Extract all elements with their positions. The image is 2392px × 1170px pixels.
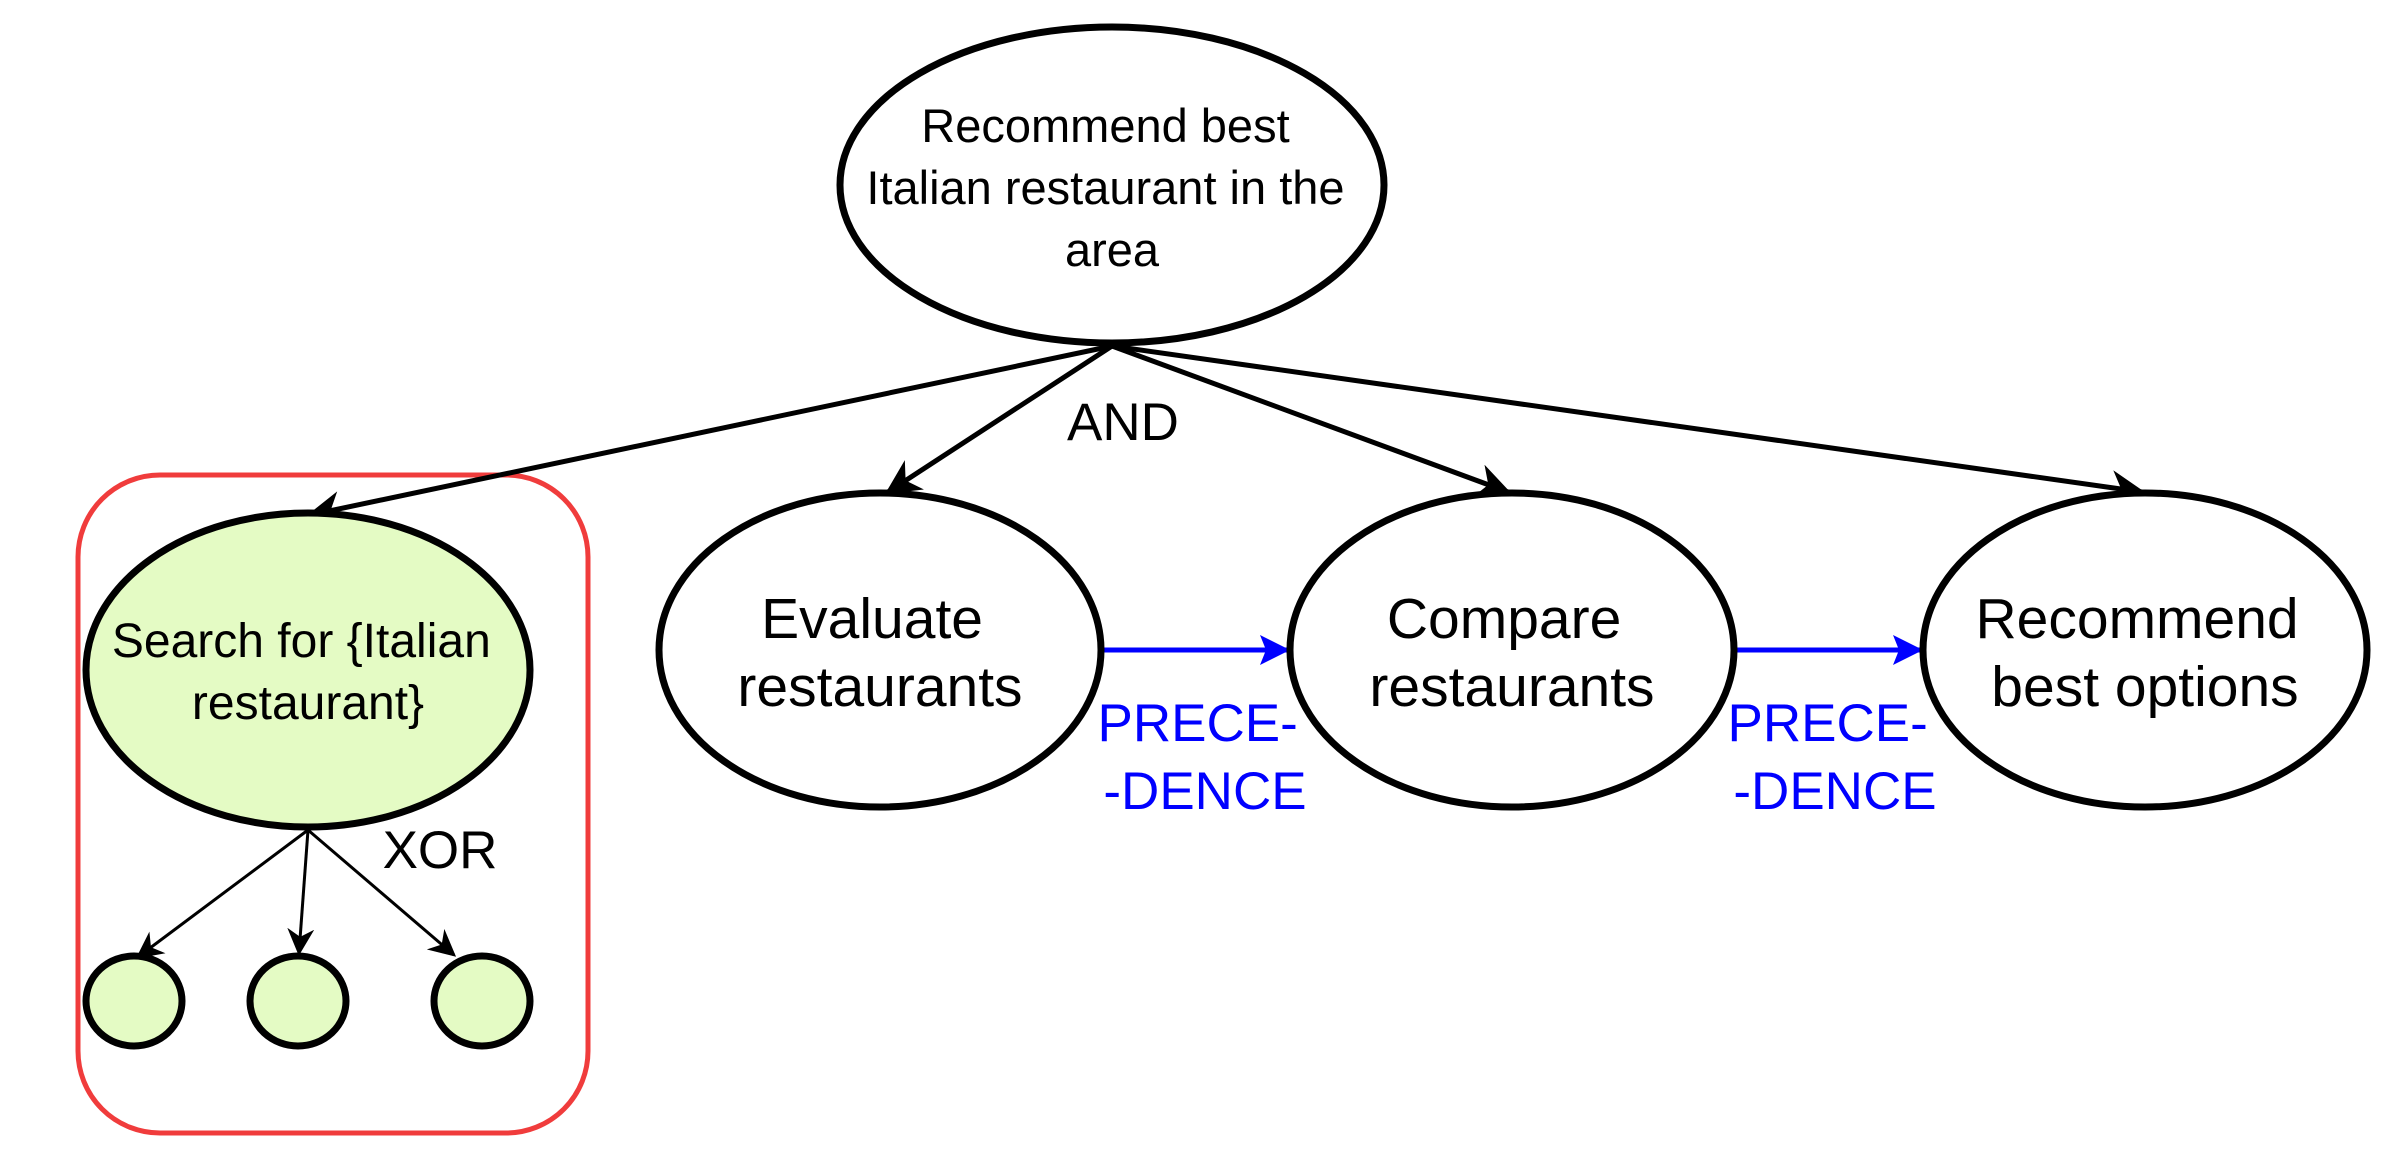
edge-search-to-option-1 bbox=[135, 828, 309, 959]
edge-search-to-option-2 bbox=[287, 829, 315, 956]
root-goal-label-line-3: area bbox=[1065, 223, 1160, 276]
and-decomposition-edges bbox=[306, 343, 2146, 526]
svg-text:Recommend best Italian r: Recommend best Italian restaurant in the… bbox=[866, 99, 1357, 276]
search-goal-node: Search for {Italian restaurant} bbox=[82, 509, 534, 831]
evaluate-goal-label-line-1: Evaluate bbox=[761, 587, 983, 651]
edge-root-to-recommend bbox=[1111, 343, 2146, 505]
compare-goal-label-line-1: Compare bbox=[1387, 587, 1621, 651]
search-goal-label-line-1: Search for {Italian bbox=[112, 615, 491, 668]
compare-goal-node: Compare restaurants bbox=[1286, 489, 1738, 811]
search-goal-label-line-2: restaurant} bbox=[192, 677, 424, 730]
root-goal-node: Recommend best Italian restaurant in the… bbox=[836, 23, 1388, 347]
recommend-goal-label-line-1: Recommend bbox=[1976, 587, 2299, 651]
edge-root-to-search bbox=[306, 343, 1113, 526]
evaluate-goal-node: Evaluate restaurants bbox=[655, 489, 1105, 811]
precedence-label-1-line-2: -DENCE bbox=[1103, 762, 1306, 821]
edge-search-to-option-3 bbox=[307, 828, 457, 957]
svg-text:Evaluate restaurants: Evaluate restaurants bbox=[737, 587, 1022, 719]
precedence-label-1-line-1: PRECE- bbox=[1098, 694, 1298, 753]
edge-root-to-compare bbox=[1111, 343, 1512, 498]
compare-goal-label-line-2: restaurants bbox=[1369, 655, 1654, 719]
recommend-goal-node: Recommend best options bbox=[1919, 489, 2371, 811]
root-goal-label-line-1: Recommend best bbox=[921, 99, 1289, 152]
recommend-goal-label-line-2: best options bbox=[1991, 655, 2298, 719]
svg-text:Recommend best options: Recommend best options bbox=[1976, 587, 2315, 719]
svg-text:Compare restaurants: Compare restaurants bbox=[1369, 587, 1654, 719]
edge-root-to-evaluate bbox=[885, 343, 1114, 495]
root-goal-label-line-2: Italian restaurant in the bbox=[866, 161, 1344, 214]
precedence-label-1: PRECE- -DENCE bbox=[1098, 694, 1313, 821]
evaluate-goal-label-line-2: restaurants bbox=[737, 655, 1022, 719]
precedence-label-2: PRECE- -DENCE bbox=[1728, 694, 1943, 821]
xor-decomposition-label: XOR bbox=[383, 821, 498, 880]
search-subtree-highlight-box bbox=[75, 472, 591, 1136]
and-decomposition-label: AND bbox=[1067, 393, 1179, 452]
precedence-label-2-line-1: PRECE- bbox=[1728, 694, 1928, 753]
precedence-label-2-line-2: -DENCE bbox=[1733, 762, 1936, 821]
xor-option-node-2 bbox=[246, 952, 350, 1050]
xor-option-nodes bbox=[82, 952, 534, 1050]
xor-decomposition-edges bbox=[135, 828, 457, 959]
xor-option-node-1 bbox=[82, 952, 186, 1050]
xor-option-node-3 bbox=[430, 952, 534, 1050]
svg-text:Search for {Italian rest: Search for {Italian restaurant} bbox=[112, 615, 504, 730]
